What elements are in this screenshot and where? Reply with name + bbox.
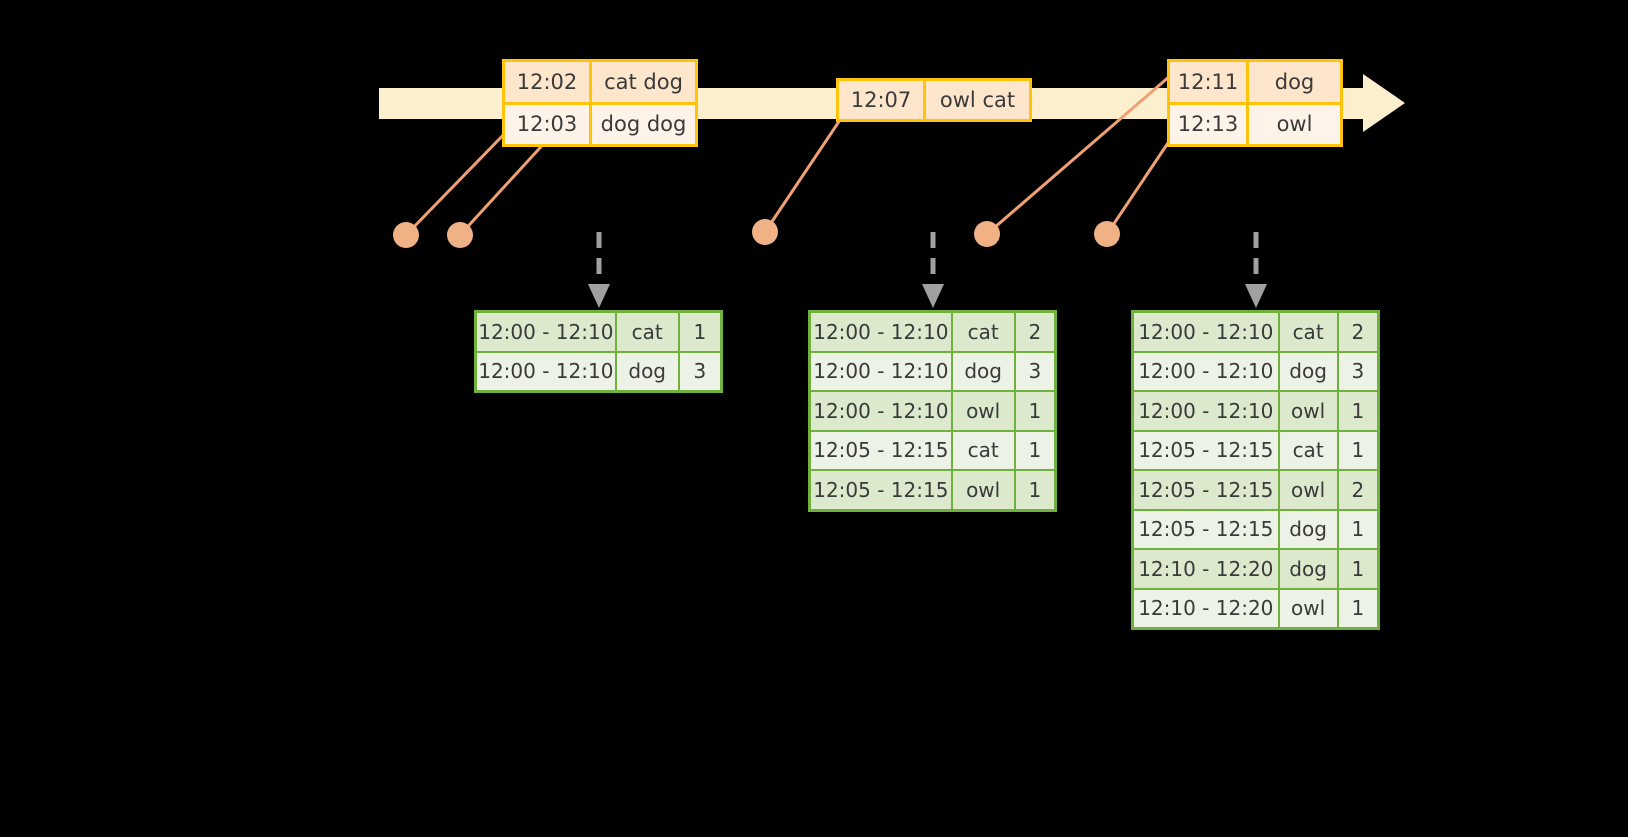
cell-window: 12:00 - 12:10 — [477, 352, 615, 390]
cell-window: 12:05 - 12:15 — [1134, 510, 1278, 548]
cell-count: 1 — [1336, 431, 1377, 469]
cell-window: 12:05 - 12:15 — [1134, 431, 1278, 469]
cell-count: 1 — [1336, 589, 1377, 627]
cell-count: 1 — [1336, 550, 1377, 588]
timeline-arrow-right-icon — [1363, 74, 1405, 132]
event-row: 12:13 owl — [1170, 101, 1340, 144]
cell-count: 1 — [1013, 471, 1054, 509]
event-group-2[interactable]: 12:07 owl cat — [836, 78, 1032, 122]
cell-window: 12:00 - 12:10 — [1134, 352, 1278, 390]
event-group-3[interactable]: 12:11 dog 12:13 owl — [1167, 59, 1343, 147]
cell-count: 1 — [1013, 392, 1054, 430]
cell-count: 2 — [1013, 313, 1054, 351]
connector-dot-5[interactable] — [1094, 221, 1120, 247]
cell-key: owl — [950, 392, 1014, 430]
cell-key: cat — [1277, 313, 1337, 351]
cell-window: 12:00 - 12:10 — [477, 313, 615, 351]
cell-key: cat — [950, 431, 1014, 469]
event-value: dog — [1246, 62, 1340, 102]
event-value: owl cat — [923, 81, 1029, 119]
event-time: 12:03 — [505, 104, 589, 144]
cell-key: owl — [1277, 392, 1337, 430]
cell-key: dog — [1277, 352, 1337, 390]
cell-window: 12:10 - 12:20 — [1134, 550, 1278, 588]
event-value: dog dog — [589, 104, 695, 144]
cell-window: 12:00 - 12:10 — [811, 352, 951, 390]
event-row: 12:07 owl cat — [839, 81, 1029, 119]
cell-count: 2 — [1336, 313, 1377, 351]
down-arrow-icon-3 — [1245, 232, 1267, 308]
cell-key: dog — [1277, 550, 1337, 588]
cell-key: owl — [1277, 589, 1337, 627]
cell-window: 12:05 - 12:15 — [811, 471, 951, 509]
event-row: 12:02 cat dog — [505, 62, 695, 102]
cell-window: 12:00 - 12:10 — [811, 313, 951, 351]
connector-line — [404, 124, 514, 237]
connector-dot-3[interactable] — [752, 219, 778, 245]
event-time: 12:07 — [839, 81, 923, 119]
down-arrow-icon-2 — [922, 232, 944, 308]
cell-count: 2 — [1336, 471, 1377, 509]
cell-key: cat — [614, 313, 678, 351]
cell-count: 1 — [1336, 392, 1377, 430]
cell-count: 3 — [1013, 352, 1054, 390]
cell-key: owl — [1277, 471, 1337, 509]
cell-count: 3 — [1336, 352, 1377, 390]
cell-count: 1 — [1336, 510, 1377, 548]
event-time: 12:11 — [1170, 62, 1246, 102]
cell-key: dog — [614, 352, 678, 390]
cell-key: dog — [1277, 510, 1337, 548]
cell-key: dog — [950, 352, 1014, 390]
cell-window: 12:10 - 12:20 — [1134, 589, 1278, 627]
cell-window: 12:00 - 12:10 — [1134, 392, 1278, 430]
cell-key: cat — [950, 313, 1014, 351]
cell-count: 3 — [677, 352, 721, 390]
event-value: owl — [1246, 104, 1340, 144]
cell-window: 12:05 - 12:15 — [1134, 471, 1278, 509]
down-arrow-icon-1 — [588, 232, 610, 308]
event-time: 12:13 — [1170, 104, 1246, 144]
cell-key: cat — [1277, 431, 1337, 469]
cell-window: 12:00 - 12:10 — [1134, 313, 1278, 351]
connector-line — [763, 119, 842, 233]
event-time: 12:02 — [505, 62, 589, 102]
cell-window: 12:05 - 12:15 — [811, 431, 951, 469]
event-group-1[interactable]: 12:02 cat dog 12:03 dog dog — [502, 59, 698, 147]
connector-dot-4[interactable] — [974, 221, 1000, 247]
event-row: 12:03 dog dog — [505, 101, 695, 144]
connector-dot-2[interactable] — [447, 222, 473, 248]
event-value: cat dog — [589, 62, 695, 102]
cell-count: 1 — [1013, 431, 1054, 469]
cell-window: 12:00 - 12:10 — [811, 392, 951, 430]
event-row: 12:11 dog — [1170, 62, 1340, 102]
cell-count: 1 — [677, 313, 721, 351]
connector-dot-1[interactable] — [393, 222, 419, 248]
cell-key: owl — [950, 471, 1014, 509]
